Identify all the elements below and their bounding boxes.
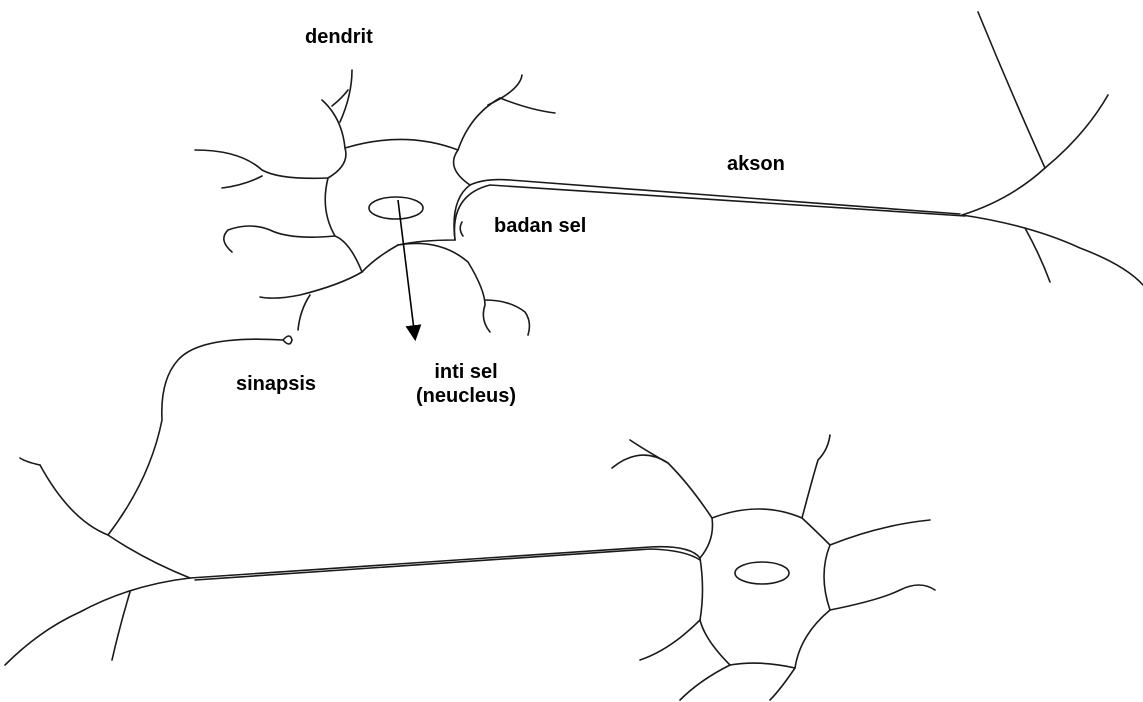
axon-terminal <box>962 95 1108 215</box>
axon-terminal <box>962 215 1143 285</box>
label-badan-sel: badan sel <box>494 214 586 238</box>
dendrite <box>298 295 310 330</box>
dendrite <box>332 90 348 106</box>
upper-organelle <box>460 222 463 236</box>
axon-terminal <box>20 458 40 465</box>
dendrite <box>830 520 930 545</box>
label-inti-sel-line1: inti sel <box>396 360 536 384</box>
synapse-knob <box>283 336 292 344</box>
label-inti-sel: inti sel (neucleus) <box>396 360 536 408</box>
dendrite <box>680 665 730 700</box>
axon-terminal <box>978 12 1045 168</box>
axon-terminal <box>1025 228 1050 282</box>
dendrite <box>195 150 328 178</box>
dendrite <box>458 98 500 150</box>
dendrite <box>500 98 555 113</box>
dendrite <box>612 455 712 518</box>
nucleus-pointer-arrow <box>398 200 415 338</box>
dendrite <box>224 226 335 252</box>
axon-terminal <box>5 578 190 665</box>
dendrite <box>222 176 262 188</box>
axon-terminal <box>112 592 130 660</box>
upper-axon <box>470 180 960 214</box>
label-inti-sel-line2: (neucleus) <box>396 384 536 408</box>
label-sinapsis: sinapsis <box>236 372 316 396</box>
dendrite <box>770 668 795 700</box>
dendrite <box>398 243 490 332</box>
dendrite <box>830 585 935 610</box>
upper-neuron <box>195 12 1143 335</box>
connecting-axon <box>108 339 283 535</box>
lower-nucleus <box>735 562 789 584</box>
dendrite <box>260 272 362 298</box>
dendrite <box>802 435 830 518</box>
dendrite <box>340 70 352 122</box>
dendrite <box>640 620 700 660</box>
dendrite <box>630 440 668 463</box>
upper-cell-body <box>325 139 470 272</box>
label-dendrit: dendrit <box>305 25 373 49</box>
upper-nucleus <box>369 197 423 219</box>
dendrite <box>485 300 529 335</box>
lower-axon <box>195 549 700 580</box>
lower-cell-body <box>700 509 830 668</box>
connecting-axon <box>40 465 190 578</box>
dendrite <box>322 100 345 148</box>
label-akson: akson <box>727 152 785 176</box>
